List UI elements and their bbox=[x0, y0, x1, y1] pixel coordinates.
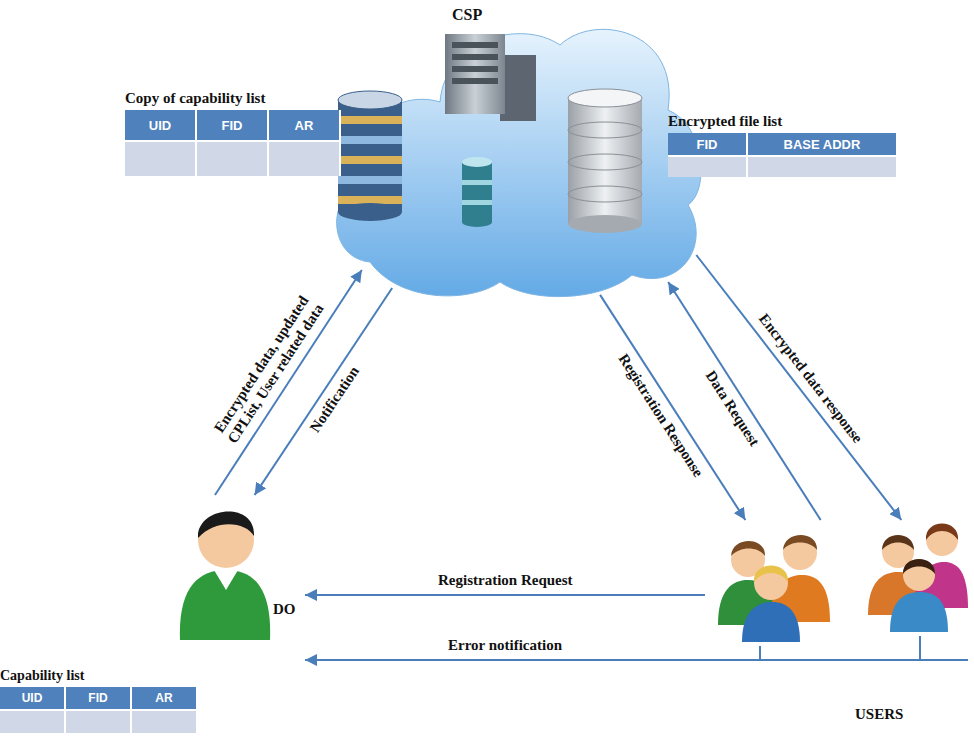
table-empty-cell bbox=[132, 711, 196, 733]
table-header-cell: BASE ADDR bbox=[748, 133, 896, 155]
table-title: Copy of capability list bbox=[125, 90, 341, 107]
table-title: Encrypted file list bbox=[668, 113, 898, 130]
table-header-cell: UID bbox=[0, 687, 64, 709]
users-group-two bbox=[868, 524, 968, 633]
table-node: Capability listUIDFIDAR bbox=[0, 668, 198, 733]
table-header-cell: AR bbox=[269, 110, 339, 140]
users-group-one bbox=[718, 535, 830, 642]
node-label: CSP bbox=[452, 6, 482, 24]
database-stack bbox=[338, 91, 402, 221]
arrow-label: Registration Response bbox=[614, 351, 706, 480]
users-bracket bbox=[705, 636, 968, 660]
server-tower bbox=[445, 34, 536, 121]
table-empty-cell bbox=[269, 142, 339, 176]
users-node: USERS bbox=[705, 520, 974, 735]
table-empty-cell bbox=[668, 157, 746, 177]
arrow-label: Notification bbox=[307, 363, 363, 436]
table-empty-cell bbox=[66, 711, 130, 733]
table-empty-cell bbox=[197, 142, 267, 176]
table-header-cell: FID bbox=[668, 133, 746, 155]
node-label: DO bbox=[273, 601, 296, 618]
table-title: Capability list bbox=[0, 668, 198, 684]
table-header-cell: AR bbox=[132, 687, 196, 709]
flow-arrow bbox=[696, 255, 901, 520]
table-header-cell: UID bbox=[125, 110, 195, 140]
table-grid: UIDFIDAR bbox=[0, 687, 198, 733]
arrow-label: Registration Request bbox=[437, 572, 572, 589]
person-node: DO bbox=[165, 495, 305, 670]
cloud-node: CSP bbox=[330, 0, 700, 300]
arrow-label: Error notification bbox=[448, 637, 562, 654]
table-grid: FIDBASE ADDR bbox=[668, 133, 898, 177]
table-grid: UIDFIDAR bbox=[125, 110, 341, 176]
table-node: Copy of capability listUIDFIDAR bbox=[125, 90, 341, 176]
cloud-shape bbox=[337, 29, 701, 296]
arrow-label: Encrypted data response bbox=[755, 311, 866, 447]
table-empty-cell bbox=[748, 157, 896, 177]
owner-figure bbox=[180, 511, 270, 640]
table-header-cell: FID bbox=[197, 110, 267, 140]
arrow-label: Data Request bbox=[702, 368, 763, 450]
flow-arrow bbox=[305, 594, 705, 596]
table-header-cell: FID bbox=[66, 687, 130, 709]
flow-arrow bbox=[255, 288, 393, 495]
small-database bbox=[462, 157, 492, 227]
table-empty-cell bbox=[125, 142, 195, 176]
node-label: USERS bbox=[855, 706, 903, 723]
storage-stack bbox=[568, 89, 642, 233]
table-node: Encrypted file listFIDBASE ADDR bbox=[668, 113, 898, 177]
flow-arrow bbox=[305, 659, 705, 661]
table-empty-cell bbox=[0, 711, 64, 733]
